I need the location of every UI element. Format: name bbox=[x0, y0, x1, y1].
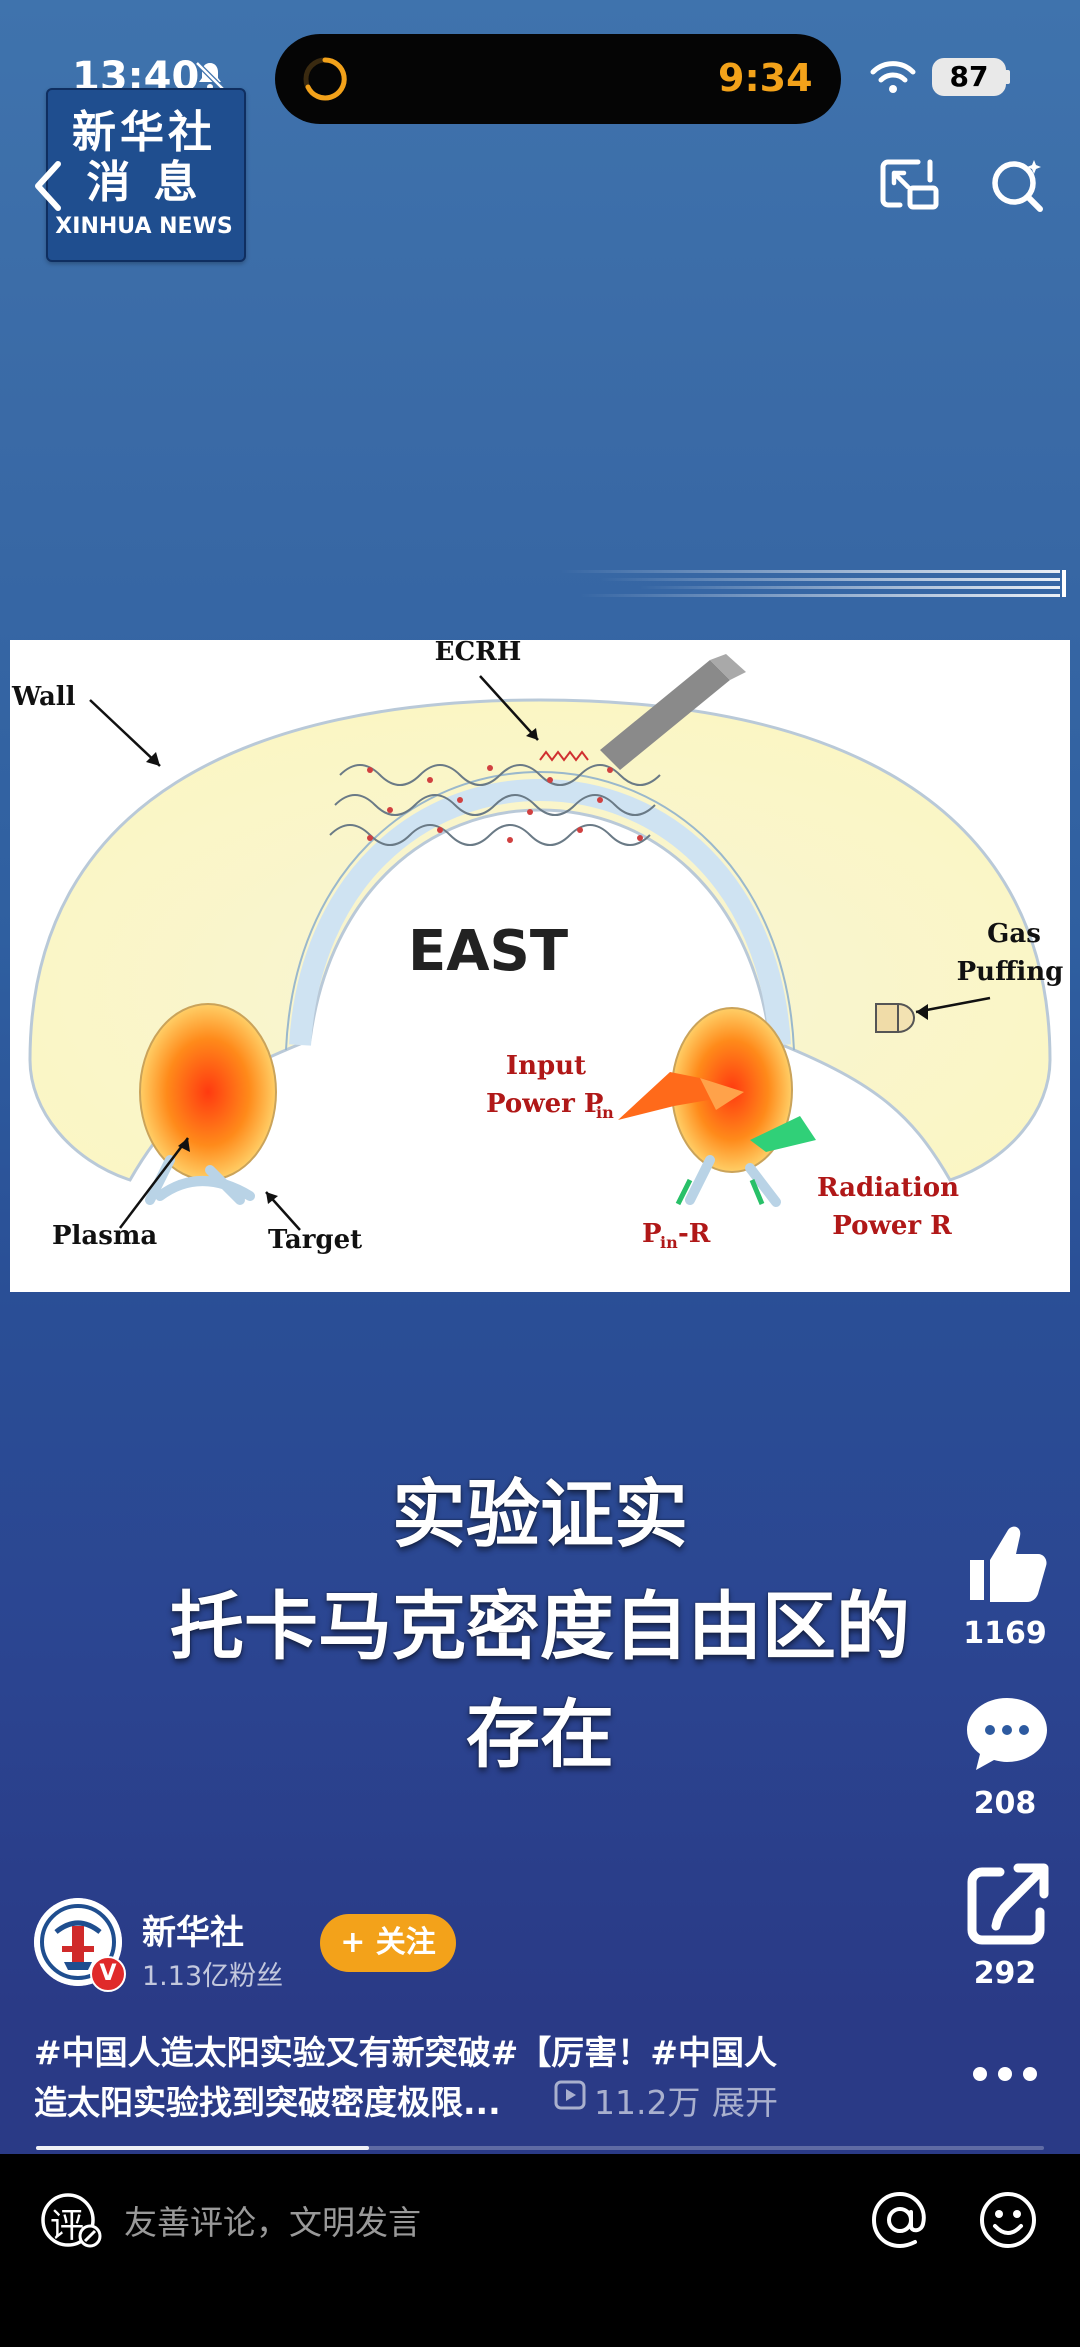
channel-logo-en: XINHUA NEWS bbox=[55, 214, 233, 239]
label-radiation: Radiation bbox=[817, 1173, 959, 1203]
video-caption-line-1: 实验证实 bbox=[392, 1472, 688, 1558]
label-puffing: Puffing bbox=[957, 957, 1064, 987]
expand-link[interactable]: 展开 bbox=[712, 2083, 778, 2122]
verified-badge: V bbox=[90, 1956, 126, 1992]
video-progress-fill bbox=[36, 2146, 369, 2150]
label-input-power: Power P bbox=[486, 1089, 603, 1119]
speed-lines-decoration bbox=[560, 570, 1066, 597]
author-fans: 1.13亿粉丝 bbox=[142, 1961, 284, 1992]
label-plasma: Plasma bbox=[52, 1221, 157, 1251]
label-wall: Wall bbox=[11, 682, 76, 712]
label-ecrh: ECRH bbox=[435, 640, 522, 667]
video-description-line-1[interactable]: #中国人造太阳实验又有新突破#【厉害！#中国人 bbox=[34, 2033, 777, 2072]
label-input-power-sub: in bbox=[596, 1103, 614, 1122]
label-radiation-power: Power R bbox=[832, 1211, 952, 1241]
mention-at-icon[interactable] bbox=[870, 2190, 930, 2250]
comment-icon-char: 评 bbox=[50, 2206, 84, 2246]
like-count: 1169 bbox=[963, 1616, 1047, 1651]
video-description-line-2[interactable]: 造太阳实验找到突破密度极限... bbox=[34, 2083, 501, 2122]
label-pin-r-sub: in bbox=[660, 1233, 678, 1252]
back-chevron-icon[interactable] bbox=[28, 158, 68, 214]
video-caption-line-2: 托卡马克密度自由区的 bbox=[170, 1584, 910, 1670]
search-icon[interactable] bbox=[988, 156, 1046, 214]
label-target: Target bbox=[268, 1225, 362, 1255]
share-count: 292 bbox=[973, 1956, 1037, 1991]
east-tokamak-diagram: ECRH Wall EAST Gas Puffing Input Power P… bbox=[10, 640, 1070, 1292]
comment-count: 208 bbox=[973, 1786, 1037, 1821]
label-gas: Gas bbox=[987, 919, 1041, 949]
view-count: 11.2万 bbox=[594, 2083, 701, 2122]
channel-logo bbox=[46, 88, 246, 262]
comment-input[interactable]: 友善评论，文明发言 bbox=[124, 2203, 421, 2242]
channel-logo-cn: 新华社 消 息 bbox=[72, 107, 216, 208]
island-timer: 9:34 bbox=[718, 56, 813, 100]
play-count-icon bbox=[554, 2080, 586, 2110]
emoji-icon[interactable] bbox=[978, 2190, 1038, 2250]
like-thumb-icon[interactable] bbox=[962, 1520, 1052, 1610]
author-name[interactable]: 新华社 bbox=[142, 1913, 244, 1953]
more-options-icon[interactable] bbox=[970, 2062, 1040, 2086]
video-progress-track[interactable] bbox=[36, 2146, 1044, 2150]
comment-bar bbox=[0, 2154, 1080, 2347]
label-pin-r: P bbox=[642, 1219, 662, 1249]
picture-in-picture-icon[interactable] bbox=[878, 156, 940, 212]
timer-ring-icon bbox=[303, 57, 347, 101]
label-pin-r-tail: -R bbox=[678, 1219, 711, 1249]
bell-muted-icon bbox=[195, 61, 225, 91]
battery-tip bbox=[1004, 70, 1010, 84]
diagram-title: EAST bbox=[408, 919, 568, 984]
comment-edit-icon[interactable]: 评 bbox=[40, 2190, 104, 2250]
follow-button[interactable]: + 关注 bbox=[320, 1914, 456, 1972]
label-input: Input bbox=[506, 1051, 586, 1081]
wifi-icon bbox=[870, 61, 916, 93]
comment-bubble-icon[interactable] bbox=[962, 1690, 1052, 1780]
video-caption-line-3: 存在 bbox=[466, 1692, 614, 1778]
dynamic-island bbox=[275, 34, 841, 124]
battery-indicator: 87 bbox=[932, 58, 1006, 96]
share-icon[interactable] bbox=[962, 1860, 1052, 1950]
